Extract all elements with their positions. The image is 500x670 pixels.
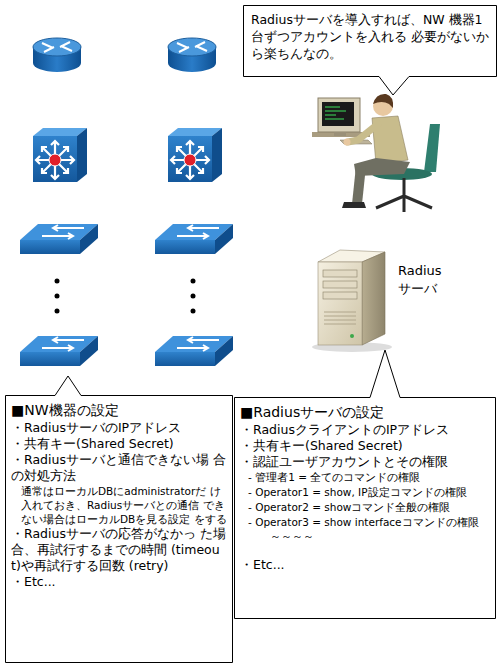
box-text: ・RadiusサーバのIPアドレス	[11, 420, 227, 436]
server-illustration-part	[323, 292, 357, 299]
text-area: Radiusサーバを導入すれば、NW 機器1台ずつアカウントを入れる 必要がない…	[243, 5, 497, 68]
l3-switch-icon-part	[77, 128, 87, 182]
text-area: ■Radiusサーバの設定・RadiusクライアントのIPアドレス・共有キー(S…	[234, 397, 496, 578]
box-heading: ■NW機器の設定	[11, 400, 227, 420]
operator-illustration-part	[334, 132, 346, 136]
ellipsis-dots-part	[191, 279, 196, 284]
box-text: - Operator3 = show interfaceコマンドの権限	[240, 515, 490, 530]
ellipsis-dots-part	[55, 309, 60, 314]
server-illustration-part	[323, 281, 357, 288]
operator-illustration-part	[376, 178, 432, 212]
box-text: - Operator1 = show, IP設定コマンドの権限	[240, 485, 490, 500]
box-text: - 管理者1 = 全てのコマンドの権限	[240, 470, 490, 485]
box-text: ・Etc...	[11, 574, 227, 590]
ellipsis-dots	[55, 279, 196, 314]
l3-switch-icon-part	[168, 136, 212, 182]
box-text: 通常はローカルDBにadministratorだ け入れておき、Radiusサー…	[11, 484, 227, 526]
callout-box: ■NW機器の設定・RadiusサーバのIPアドレス・共有キー(Shared Se…	[5, 395, 233, 663]
callout-box: ■Radiusサーバの設定・RadiusクライアントのIPアドレス・共有キー(S…	[234, 397, 496, 619]
operator-illustration-part	[424, 124, 440, 172]
l2-switch-icon-part	[42, 225, 84, 239]
l3-switch-icon	[33, 128, 87, 182]
operator-illustration-part	[348, 124, 378, 142]
operator-illustration-part	[325, 107, 346, 119]
operator-illustration-part	[373, 94, 393, 108]
l2-switch-icon-part	[155, 240, 215, 254]
operator-illustration	[312, 94, 440, 212]
box-heading: ■Radiusサーバの設定	[240, 402, 490, 422]
l3-switch-icon-part	[36, 141, 74, 179]
ellipsis-dots-part	[55, 279, 60, 284]
server-illustration-part	[362, 252, 385, 345]
operator-illustration-part	[342, 202, 366, 208]
box-text: Radiusサーバを導入すれば、NW 機器1台ずつアカウントを入れる 必要がない…	[251, 11, 489, 62]
l3-switch-icon	[168, 128, 222, 182]
operator-illustration-part	[344, 139, 351, 146]
callout-border	[244, 6, 497, 96]
box-text: ・Radiusサーバの応答がなかっ た場合、再試行するまでの時間 (timeou…	[11, 526, 227, 574]
l2-switch-icon-part	[155, 352, 215, 366]
l2-switch-icon	[20, 336, 98, 366]
callout-border	[6, 376, 233, 663]
server-illustration-part	[318, 262, 362, 345]
router-icon-part	[42, 42, 72, 52]
l3-switch-icon-part	[171, 141, 209, 179]
l2-switch-icon-part	[177, 337, 219, 351]
operator-illustration-part	[352, 166, 366, 204]
box-text: ・共有キー(Shared Secret)	[240, 438, 490, 454]
l2-switch-icon	[155, 336, 233, 366]
server-illustration-part	[350, 334, 354, 338]
l2-switch-icon-part	[20, 240, 80, 254]
router-icon-part	[33, 38, 81, 56]
server-illustration	[312, 250, 392, 352]
l2-switch-icon-part	[177, 225, 219, 239]
server-illustration-part	[324, 312, 356, 324]
l3-switch-icon-part	[49, 154, 61, 166]
server-illustration-part	[323, 270, 357, 277]
l3-switch-icon-part	[184, 154, 196, 166]
l3-switch-icon-part	[33, 136, 77, 182]
box-text: ・共有キー(Shared Secret)	[11, 436, 227, 452]
l2-switch-icon	[20, 224, 98, 254]
text-area: ■NW機器の設定・RadiusサーバのIPアドレス・共有キー(Shared Se…	[5, 395, 233, 595]
operator-illustration-part	[318, 98, 360, 132]
router-icon	[33, 38, 81, 72]
l2-switch-icon-part	[20, 352, 80, 366]
box-text: - Operator2 = showコマンド全般の権限	[240, 500, 490, 515]
ellipsis-dots-part	[191, 294, 196, 299]
text-area: Radius サーバ	[398, 262, 458, 298]
box-text: ・RadiusクライアントのIPアドレス	[240, 422, 490, 438]
box-text: ・Etc...	[240, 557, 490, 573]
box-text: ・Radiusサーバと通信できない場 合の対処方法	[11, 452, 227, 484]
ellipsis-dots-part	[191, 309, 196, 314]
operator-illustration-part	[322, 102, 354, 126]
router-icon-part	[177, 42, 207, 52]
router-icon-part	[168, 38, 216, 56]
server-label: Radius サーバ	[398, 262, 458, 302]
l2-switch-icon-part	[42, 337, 84, 351]
callout-border	[235, 350, 496, 619]
ellipsis-dots-part	[55, 294, 60, 299]
box-text: ・認証ユーザアカウントとその権限	[240, 454, 490, 470]
speech-bubble: Radiusサーバを導入すれば、NW 機器1台ずつアカウントを入れる 必要がない…	[243, 5, 497, 77]
router-icon	[168, 38, 216, 72]
l3-switch-icon-part	[212, 128, 222, 182]
l2-switch-icon	[155, 224, 233, 254]
box-text: ～～～～	[240, 530, 490, 543]
box-text: Radius サーバ	[398, 262, 458, 298]
